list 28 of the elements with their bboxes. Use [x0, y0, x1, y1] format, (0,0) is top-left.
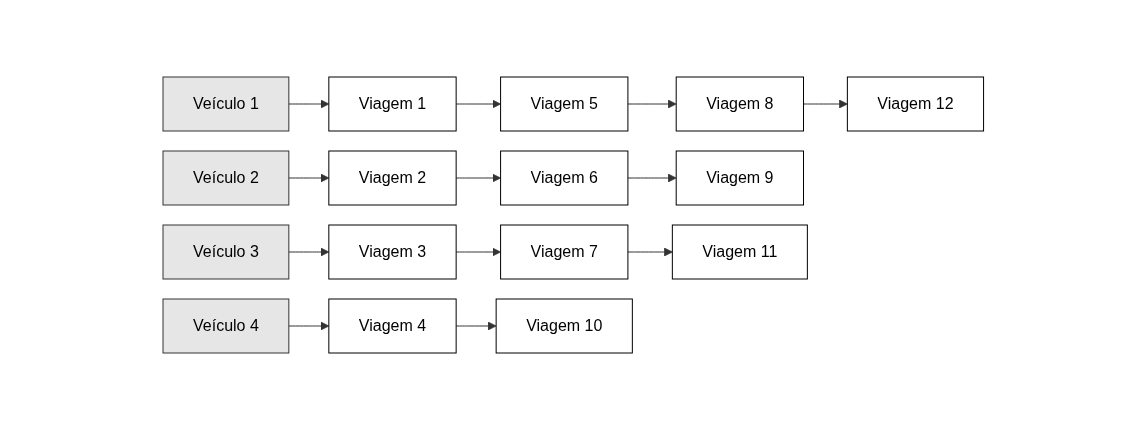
node-box: Viagem 9: [675, 150, 804, 206]
arrow: [288, 321, 329, 331]
arrow: [288, 247, 329, 257]
node-box: Viagem 12: [846, 76, 984, 132]
arrow: [627, 173, 677, 183]
arrow: [802, 99, 848, 109]
node-box: Viagem 7: [499, 224, 629, 280]
node-box: Viagem 8: [675, 76, 804, 132]
arrow: [455, 99, 501, 109]
node-box: Veículo 3: [162, 224, 290, 280]
arrow: [455, 321, 497, 331]
node-box: Viagem 1: [328, 76, 457, 132]
node-box: Viagem 10: [495, 298, 633, 354]
arrow: [455, 247, 501, 257]
node-box: Viagem 2: [328, 150, 457, 206]
node-box: Viagem 4: [328, 298, 457, 354]
node-box: Veículo 4: [162, 298, 290, 354]
node-box: Veículo 1: [162, 76, 290, 132]
arrow: [288, 173, 329, 183]
node-box: Viagem 3: [328, 224, 457, 280]
arrow: [288, 99, 329, 109]
node-box: Veículo 2: [162, 150, 290, 206]
arrow: [455, 173, 501, 183]
node-box: Viagem 5: [499, 76, 629, 132]
arrow: [627, 247, 673, 257]
node-box: Viagem 6: [499, 150, 629, 206]
node-box: Viagem 11: [671, 224, 808, 280]
arrow: [627, 99, 677, 109]
